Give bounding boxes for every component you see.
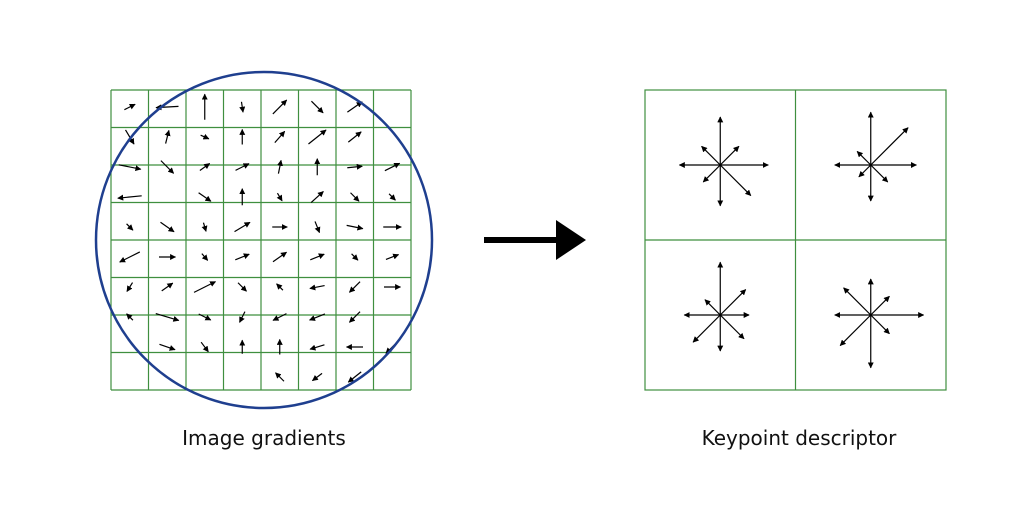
gradient-arrow — [310, 100, 324, 114]
orientation-bin-arrow — [719, 164, 752, 196]
gradient-arrow — [200, 133, 210, 140]
orientation-bin-arrow — [704, 299, 721, 316]
gradient-arrow — [351, 253, 359, 261]
gradient-arrow — [164, 129, 171, 144]
gradient-grid — [110, 89, 412, 391]
gradient-arrow — [388, 193, 396, 201]
gradient-arrow — [272, 99, 288, 115]
gradient-arrow — [349, 311, 361, 323]
orientation-bin-arrow — [856, 150, 872, 166]
gradient-arrow — [201, 222, 208, 232]
orientation-bin-arrow — [870, 164, 889, 183]
gradient-arrow — [160, 221, 175, 233]
orientation-bin-arrow — [858, 164, 872, 178]
gradient-arrow — [239, 101, 246, 113]
gradient-arrow — [349, 281, 361, 293]
gradient-arrow — [276, 283, 284, 291]
gradient-arrow — [239, 311, 246, 323]
orientation-bin-arrow — [839, 314, 872, 346]
gradient-arrow — [237, 282, 247, 292]
gradient-arrow — [161, 282, 174, 292]
gradient-arrow — [311, 372, 323, 382]
orientation-bin-arrow — [870, 295, 890, 316]
gradient-arrow — [276, 192, 283, 202]
gradient-arrow — [310, 191, 324, 203]
caption-keypoint-descriptor: Keypoint descriptor — [701, 426, 897, 450]
gradient-arrow — [198, 192, 212, 202]
gradient-arrow — [350, 192, 360, 202]
gradient-arrow — [347, 101, 363, 113]
descriptor-grid — [644, 89, 947, 391]
gradient-arrow — [309, 344, 325, 351]
orientation-histogram — [678, 116, 769, 207]
orientation-bin-arrow — [870, 127, 909, 166]
gradient-arrows — [117, 93, 402, 383]
gradient-arrow — [310, 253, 325, 261]
orientation-bin-arrow — [692, 314, 721, 343]
gradient-arrow — [274, 130, 286, 144]
gradient-arrow — [234, 221, 251, 233]
gradient-arrow — [347, 163, 363, 170]
orientation-histogram — [683, 261, 750, 352]
gradient-arrow — [309, 284, 325, 291]
gradient-arrow — [118, 164, 142, 172]
gradient-arrow — [155, 312, 180, 322]
gradient-arrow — [117, 194, 142, 201]
gradient-arrow — [126, 282, 134, 292]
orientation-bin-arrow — [702, 164, 721, 183]
gradient-arrow — [198, 313, 212, 321]
gradient-arrow — [347, 371, 362, 383]
transform-arrow-icon — [484, 220, 586, 260]
gradient-arrow — [199, 163, 211, 171]
gradient-arrow — [124, 103, 136, 111]
gradient-arrow — [126, 223, 134, 231]
gradient-arrow — [126, 313, 134, 321]
caption-image-gradients: Image gradients — [182, 426, 346, 450]
descriptor-histograms — [678, 111, 925, 369]
orientation-histogram — [834, 278, 925, 369]
gaussian-window-circle — [94, 70, 434, 410]
gradient-arrow — [385, 253, 400, 261]
gradient-arrow — [308, 129, 327, 145]
gradient-arrow — [347, 131, 362, 143]
orientation-histogram — [834, 111, 917, 202]
gradient-arrow — [201, 253, 209, 261]
gradient-arrow — [384, 162, 401, 172]
orientation-bin-arrow — [719, 145, 740, 166]
gradient-arrow — [200, 341, 209, 353]
gradient-arrow — [272, 251, 288, 263]
gradient-arrow — [235, 163, 250, 171]
gradient-arrow — [309, 313, 326, 321]
gradient-arrow — [272, 313, 287, 321]
gradient-arrow — [159, 343, 176, 351]
gradient-arrow — [193, 281, 217, 293]
orientation-bin-arrow — [701, 145, 721, 166]
gradient-arrow — [277, 159, 283, 174]
orientation-bin-arrow — [719, 289, 747, 316]
gradient-arrow — [314, 221, 321, 234]
gradient-arrow — [346, 224, 364, 231]
gradient-arrow — [235, 253, 250, 261]
gradient-arrow — [275, 372, 285, 382]
gradient-arrow — [160, 160, 175, 174]
orientation-bin-arrow — [870, 314, 890, 335]
orientation-bin-arrow — [843, 287, 872, 316]
gradient-arrow — [119, 251, 141, 263]
orientation-bin-arrow — [719, 314, 745, 340]
